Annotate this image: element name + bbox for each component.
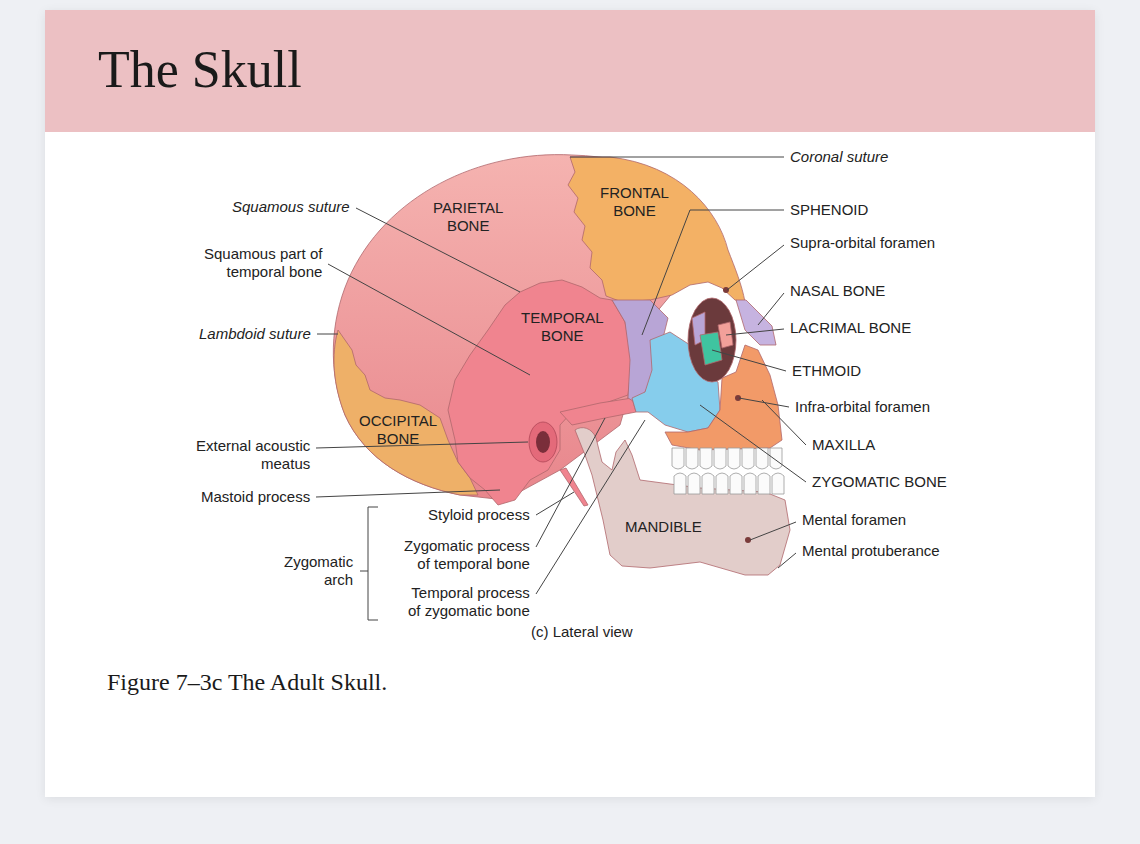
- part-label: Zygomatic process of temporal bone: [404, 537, 530, 573]
- part-label: LACRIMAL BONE: [790, 319, 911, 337]
- part-label: FRONTAL BONE: [600, 184, 669, 220]
- part-label: Squamous part of temporal bone: [204, 245, 322, 281]
- part-label: Styloid process: [428, 506, 530, 524]
- leader-line: [356, 208, 520, 292]
- acoustic-meatus-opening: [536, 431, 550, 453]
- bracket: [360, 507, 378, 620]
- leader-line: [328, 264, 530, 375]
- orbit: [688, 298, 736, 382]
- leader-line: [316, 442, 528, 448]
- leader-line: [536, 418, 605, 547]
- leader-line: [758, 293, 784, 325]
- supra-orbital-foramen: [723, 287, 729, 293]
- acoustic-meatus: [529, 422, 557, 462]
- leader-line: [642, 210, 784, 335]
- part-label: Supra-orbital foramen: [790, 234, 935, 252]
- leader-line: [317, 334, 338, 335]
- styloid-process: [560, 468, 588, 506]
- part-label: Squamous suture: [232, 198, 350, 216]
- leader-line: [727, 245, 784, 290]
- leader-line: [726, 329, 784, 335]
- part-label: Mastoid process: [201, 488, 310, 506]
- leader-line: [700, 405, 806, 482]
- figure-caption: Figure 7–3c The Adult Skull.: [107, 667, 387, 697]
- leader-line: [778, 553, 796, 568]
- leader-line: [750, 522, 796, 540]
- part-label: NASAL BONE: [790, 282, 885, 300]
- slide-title: The Skull: [98, 40, 302, 100]
- part-label: SPHENOID: [790, 201, 868, 219]
- part-label: ZYGOMATIC BONE: [812, 473, 947, 491]
- ethmoid-bone: [700, 332, 722, 365]
- leader-line: [536, 420, 645, 594]
- part-label: Zygomatic arch: [284, 553, 353, 589]
- part-label: MAXILLA: [812, 436, 875, 454]
- part-label: (c) Lateral view: [531, 623, 633, 641]
- part-label: ETHMOID: [792, 362, 861, 380]
- zygomatic-process: [560, 398, 636, 425]
- frontal-bone: [568, 157, 745, 302]
- part-label: Mental foramen: [802, 511, 906, 529]
- part-label: Mental protuberance: [802, 542, 940, 560]
- part-label: MANDIBLE: [625, 518, 702, 536]
- part-label: OCCIPITAL BONE: [359, 412, 437, 448]
- part-label: Lambdoid suture: [199, 325, 311, 343]
- part-label: Coronal suture: [790, 148, 888, 166]
- part-label: PARIETAL BONE: [433, 199, 503, 235]
- mandible: [575, 428, 790, 575]
- nasal-bone: [736, 300, 776, 345]
- part-label: Infra-orbital foramen: [795, 398, 930, 416]
- leader-line: [712, 350, 786, 371]
- part-label: Temporal process of zygomatic bone: [408, 584, 530, 620]
- teeth: [672, 448, 784, 494]
- leader-line: [316, 490, 500, 497]
- leader-line: [570, 157, 784, 158]
- part-label: TEMPORAL BONE: [521, 309, 604, 345]
- part-label: External acoustic meatus: [196, 437, 310, 473]
